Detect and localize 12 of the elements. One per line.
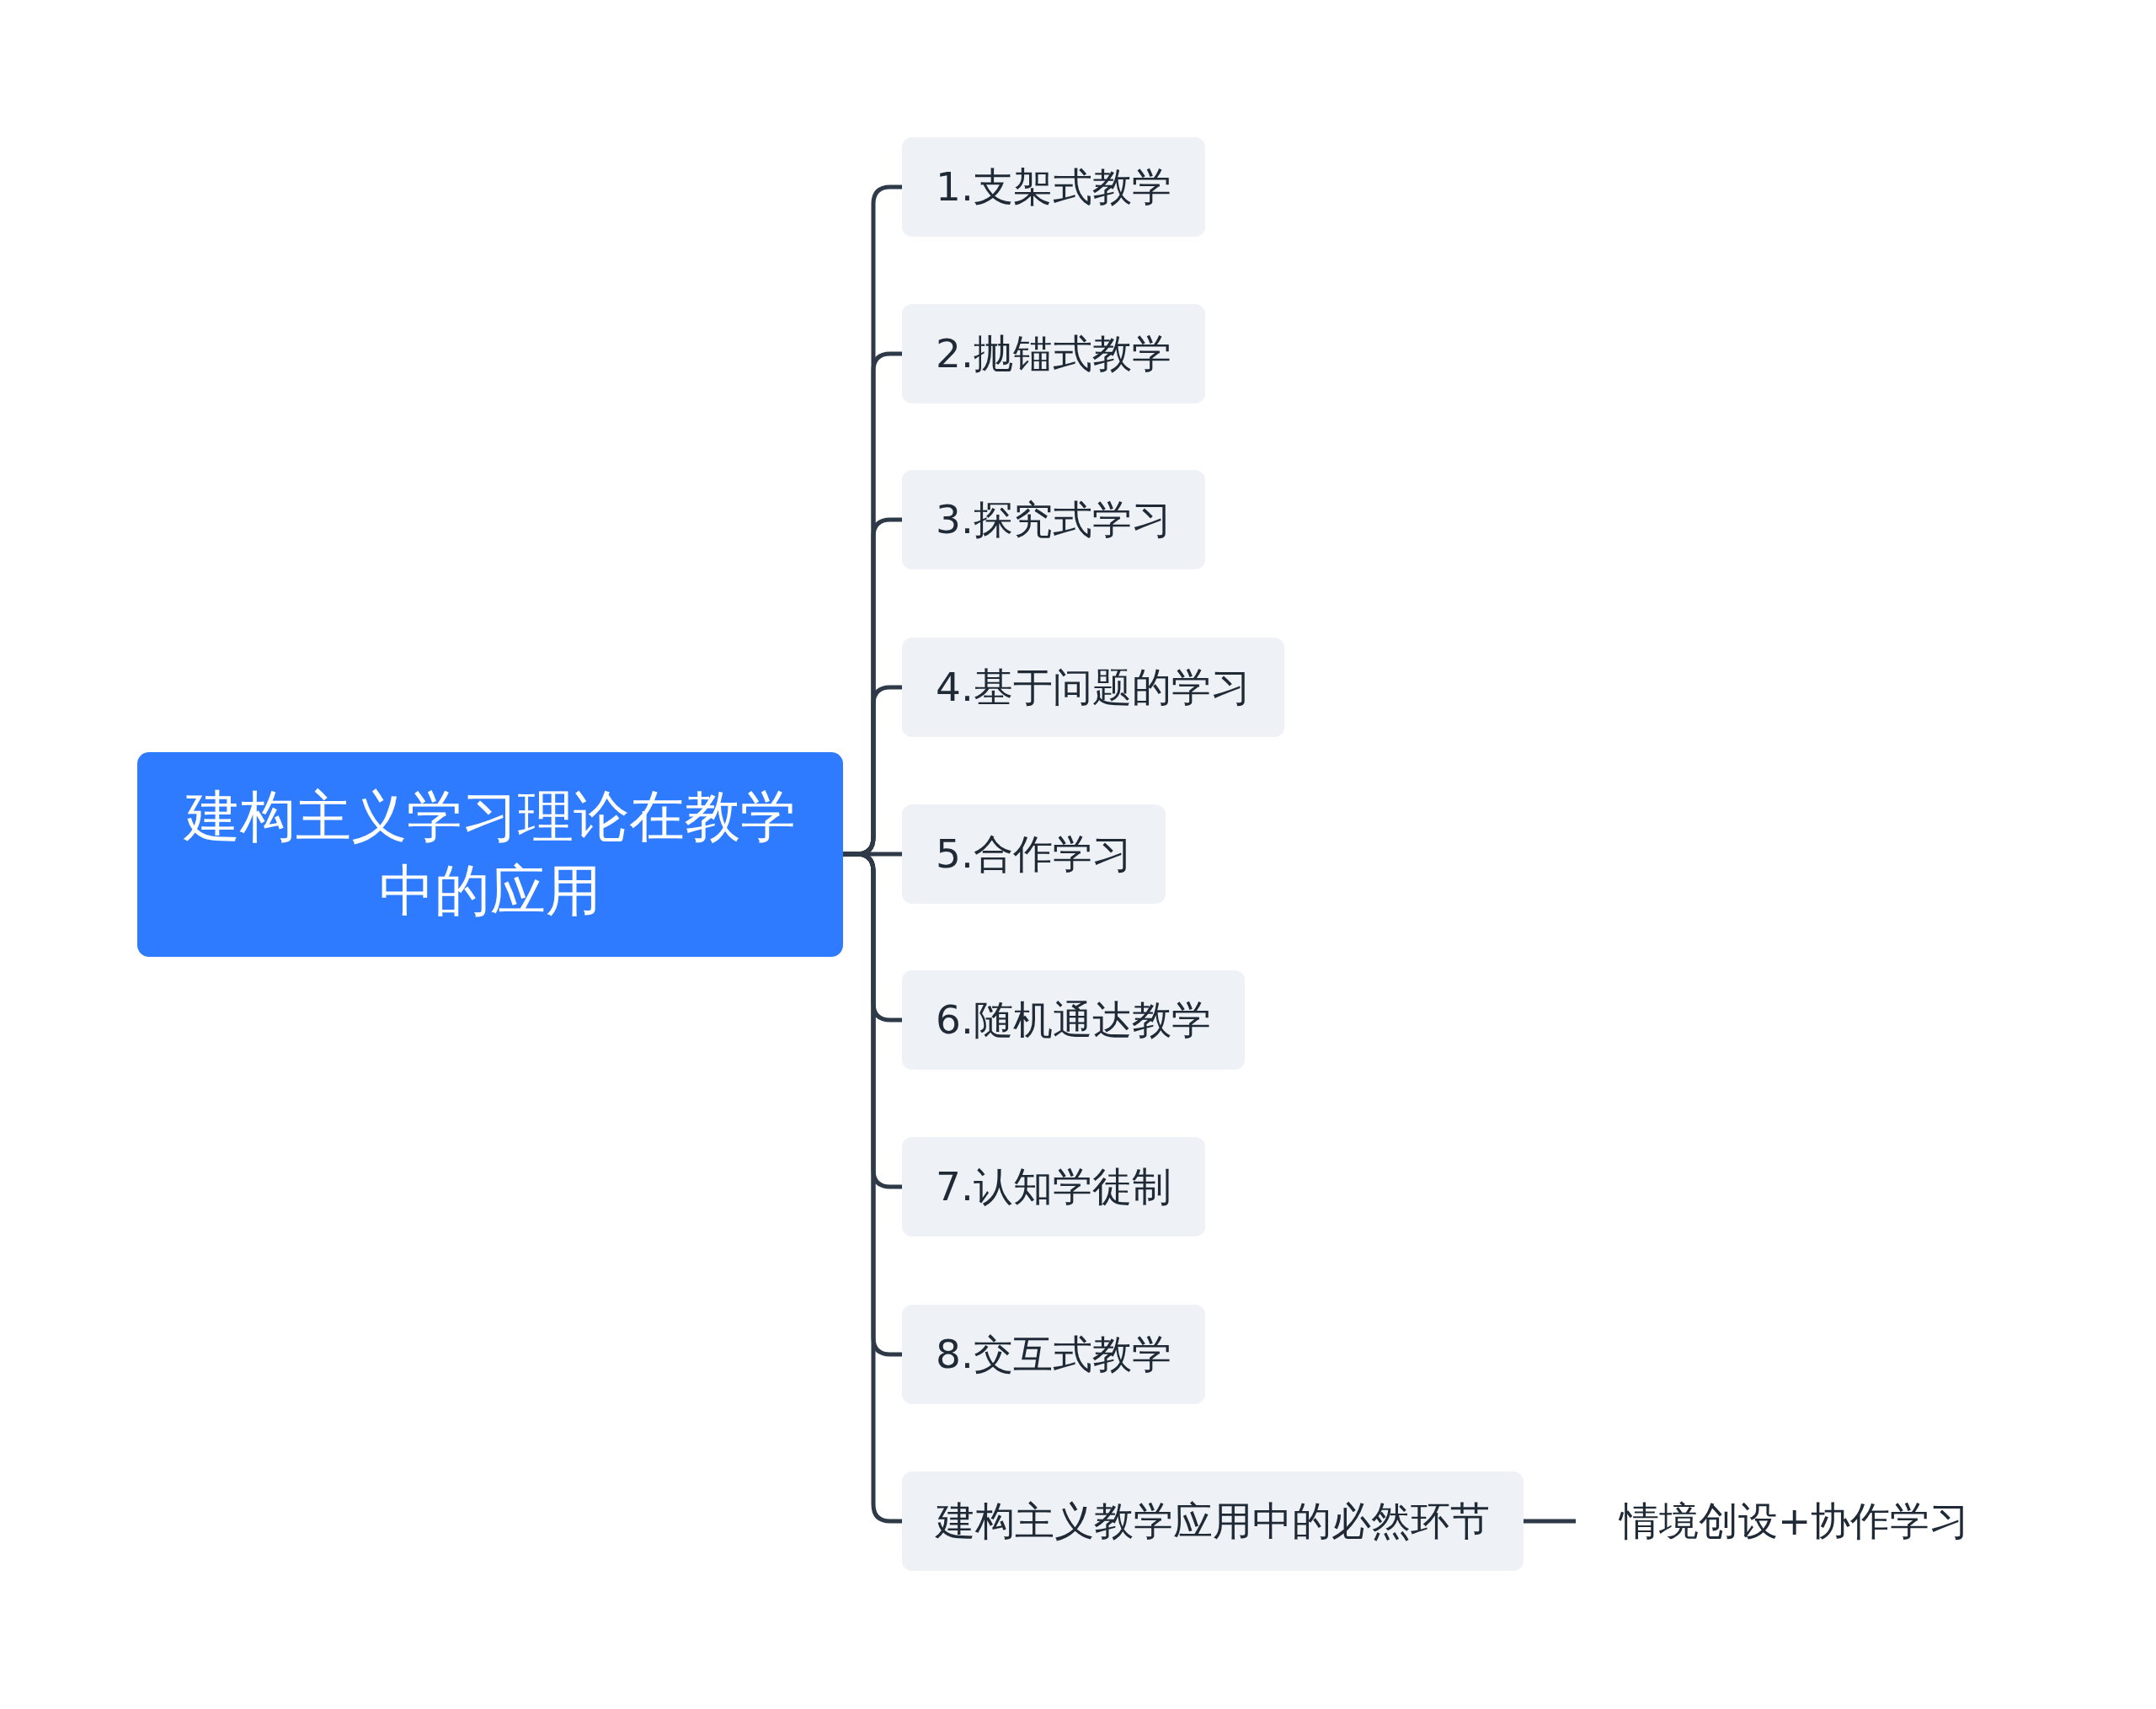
topic-box: 4.基于问题的学习 (902, 638, 1284, 737)
topic-box: 7.认知学徒制 (902, 1137, 1205, 1236)
subtopic-text: 情境创设+协作学习 (1576, 1471, 1970, 1571)
topic-box: 3.探究式学习 (902, 470, 1205, 569)
topic-box: 建构主义教学应用中的必然环节 (902, 1471, 1524, 1571)
root-topic-box: 建构主义学习理论在教学中的应用 (137, 751, 843, 957)
topic-box: 5.合作学习 (902, 804, 1166, 904)
topic-box: 2.抛锚式教学 (902, 304, 1205, 403)
connector-line (1524, 1519, 1576, 1524)
topic-box: 8.交互式教学 (902, 1305, 1205, 1404)
topic-box: 1.支架式教学 (902, 137, 1205, 237)
topic-box: 6.随机通达教学 (902, 970, 1245, 1070)
